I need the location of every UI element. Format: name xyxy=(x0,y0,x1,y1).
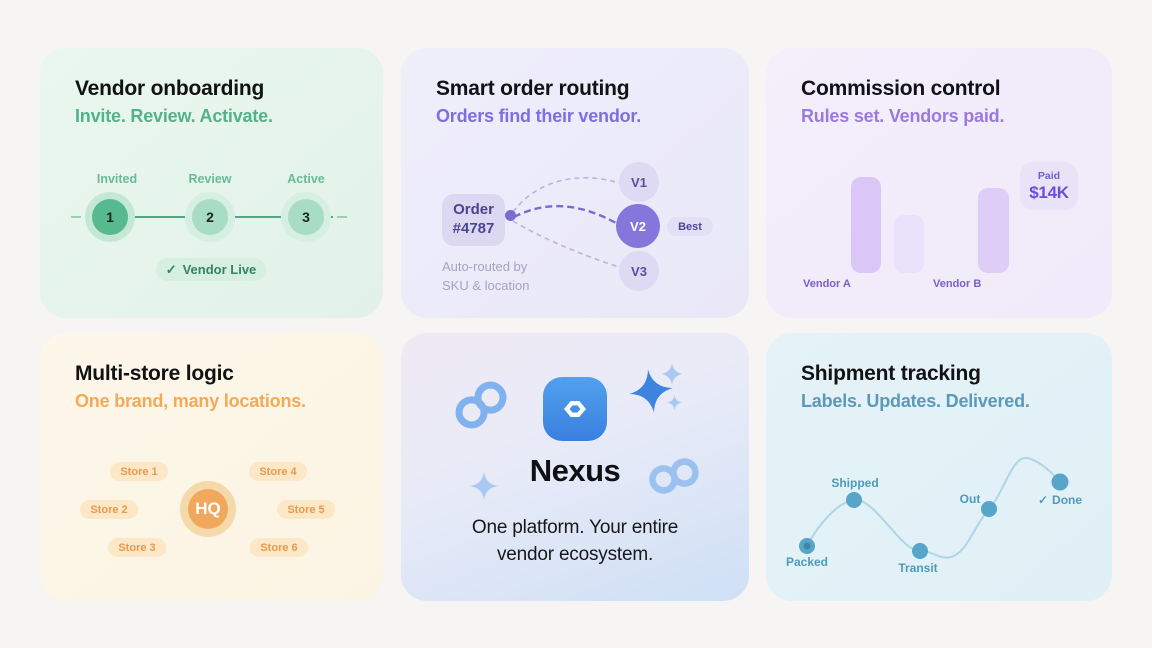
step-3-halo: 3 xyxy=(281,192,331,242)
card-subtitle: Labels. Updates. Delivered. xyxy=(801,391,1030,411)
card-title: Shipment tracking xyxy=(801,362,981,385)
vendor-live-badge: ✓ Vendor Live xyxy=(156,258,266,281)
card-multi-store-logic: Multi-store logic One brand, many locati… xyxy=(40,333,383,601)
card-subtitle: Invite. Review. Activate. xyxy=(75,106,273,126)
axis-label-vendor-b: Vendor B xyxy=(933,278,982,290)
hq-halo: HQ xyxy=(180,481,236,537)
sparkle-icon-medium xyxy=(661,363,683,385)
chain-link-icon-right xyxy=(649,458,699,494)
stage-label-out: Out xyxy=(959,492,981,506)
stage-dot-shipped xyxy=(846,492,862,508)
step-2-circle: 2 xyxy=(192,199,228,235)
store-pill-3: Store 3 xyxy=(108,538,166,557)
check-icon: ✓ xyxy=(165,261,177,277)
stepper-end-dash xyxy=(71,216,81,218)
store-pill-2: Store 2 xyxy=(80,500,138,519)
step-label-invited: Invited xyxy=(96,172,138,186)
card-title: Vendor onboarding xyxy=(75,77,265,100)
stage-label-shipped: Shipped xyxy=(831,476,879,490)
best-badge: Best xyxy=(667,217,713,236)
stage-label-transit: Transit xyxy=(898,561,938,575)
vendor-node-v1: V1 xyxy=(619,162,659,202)
card-title: Multi-store logic xyxy=(75,362,234,385)
stage-dot-done xyxy=(1051,473,1069,491)
card-vendor-onboarding: Vendor onboarding Invite. Review. Activa… xyxy=(40,48,383,318)
nexus-logo xyxy=(543,377,607,441)
order-label: Order xyxy=(453,201,494,219)
step-1-halo: 1 xyxy=(85,192,135,242)
chain-link-icon xyxy=(455,381,507,429)
card-commission-control: Commission control Rules set. Vendors pa… xyxy=(766,48,1112,318)
step-3-circle: 3 xyxy=(288,199,324,235)
vendor-live-label: Vendor Live xyxy=(182,262,257,277)
check-icon: ✓ xyxy=(1037,493,1049,507)
commission-bar-middle xyxy=(894,215,924,273)
paid-value: $14K xyxy=(1029,182,1069,202)
stage-label-done: ✓ Done xyxy=(1037,493,1083,507)
paid-label: Paid xyxy=(1037,169,1061,182)
sparkle-icon-small xyxy=(667,395,682,410)
step-1-circle: 1 xyxy=(92,199,128,235)
card-subtitle: One brand, many locations. xyxy=(75,391,306,411)
card-subtitle: Orders find their vendor. xyxy=(436,106,642,126)
stage-dot-out xyxy=(981,501,997,517)
store-pill-1: Store 1 xyxy=(110,462,168,481)
card-smart-order-routing: Smart order routing Orders find their ve… xyxy=(401,48,749,318)
step-label-active: Active xyxy=(287,172,325,186)
store-pill-5: Store 5 xyxy=(277,500,335,519)
store-pill-6: Store 6 xyxy=(250,538,308,557)
routing-curves xyxy=(512,177,620,268)
vendor-node-v3: V3 xyxy=(619,251,659,291)
commission-bar-vendor-a xyxy=(851,177,881,273)
brand-name: Nexus xyxy=(529,453,621,488)
store-pill-4: Store 4 xyxy=(249,462,307,481)
routing-caption: Auto-routed by SKU & location xyxy=(442,259,530,293)
stage-label-packed: Packed xyxy=(785,555,829,569)
stage-dot-transit xyxy=(912,543,928,559)
route-origin-dot xyxy=(505,210,516,221)
nexus-link-glyph xyxy=(564,400,586,418)
card-nexus-brand: Nexus One platform. Your entire vendor e… xyxy=(401,333,749,601)
card-title: Smart order routing xyxy=(436,77,630,100)
brand-tagline: One platform. Your entire vendor ecosyst… xyxy=(471,517,679,565)
stepper-end-dash xyxy=(337,216,347,218)
card-title: Commission control xyxy=(801,77,1001,100)
hq-hub: HQ xyxy=(188,489,228,529)
card-shipment-tracking: Shipment tracking Labels. Updates. Deliv… xyxy=(766,333,1112,601)
order-card: Order #4787 xyxy=(442,194,505,246)
step-label-review: Review xyxy=(188,172,232,186)
axis-label-vendor-a: Vendor A xyxy=(803,278,851,290)
card-subtitle: Rules set. Vendors paid. xyxy=(801,106,1005,126)
shipment-route-curve xyxy=(799,456,1069,559)
order-number: #4787 xyxy=(452,220,495,237)
sparkle-icon-left xyxy=(470,472,498,500)
commission-bar-vendor-b xyxy=(978,188,1009,273)
vendor-node-v2-selected: V2 xyxy=(616,204,660,248)
paid-badge: Paid $14K xyxy=(1020,162,1078,210)
sparkle-icon-large xyxy=(629,369,673,413)
step-2-halo: 2 xyxy=(185,192,235,242)
